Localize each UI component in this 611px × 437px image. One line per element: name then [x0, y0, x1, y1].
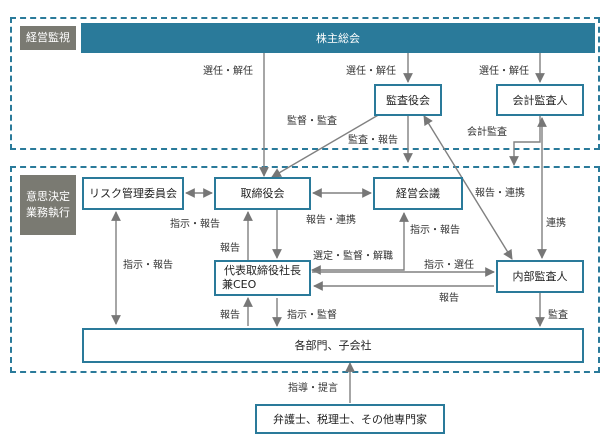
shareholders-label: 株主総会 [316, 31, 360, 45]
arrow-accounting-audit [509, 116, 541, 166]
advisors-label: 弁護士、税理士、その他専門家 [273, 412, 427, 426]
accounting-auditor-box: 会計監査人 [496, 84, 584, 116]
label-select-supervise-dismiss: 選定・監督・解職 [313, 251, 393, 262]
label-report-coord-mgmt: 報告・連携 [306, 215, 356, 226]
shareholders-box: 株主総会 [81, 23, 595, 53]
label-supervise-audit: 監督・監査 [287, 116, 337, 127]
board-box: 取締役会 [214, 177, 311, 210]
management-meeting-label: 経営会議 [396, 187, 440, 200]
risk-committee-label: リスク管理委員会 [89, 187, 177, 200]
oversight-tag: 経営監視 [20, 26, 76, 50]
label-audit-report: 監査・報告 [348, 135, 398, 146]
execution-tag-line2: 業務執行 [26, 206, 70, 219]
departments-box: 各部門、子会社 [82, 328, 584, 363]
execution-zone [10, 166, 600, 373]
ceo-box: 代表取締役社長 兼CEO [214, 260, 311, 296]
label-instruct-select: 指示・選任 [424, 260, 474, 271]
ceo-label-line1: 代表取締役社長 [224, 264, 301, 277]
management-meeting-box: 経営会議 [373, 177, 463, 210]
execution-tag: 意思決定 業務執行 [20, 175, 76, 235]
ceo-label-line2: 兼CEO [222, 278, 257, 291]
audit-board-box: 監査役会 [374, 84, 442, 116]
board-label: 取締役会 [240, 187, 285, 200]
label-coordination: 連携 [546, 218, 566, 229]
label-report-coord-audit: 報告・連携 [475, 188, 525, 199]
risk-committee-box: リスク管理委員会 [82, 177, 184, 210]
execution-tag-line1: 意思決定 [26, 190, 70, 203]
label-audit-dept: 監査 [548, 310, 568, 321]
label-report-internal: 報告 [439, 293, 459, 304]
oversight-tag-text: 経営監視 [26, 31, 70, 44]
arrow-audit-board-to-board [271, 113, 381, 178]
label-instruct-report-risk: 指示・報告 [170, 219, 220, 230]
internal-audit-label: 内部監査人 [512, 270, 568, 283]
oversight-zone [10, 17, 600, 150]
label-accounting-audit: 会計監査 [467, 127, 507, 138]
arrow-audit-board-internal [423, 115, 513, 260]
accounting-auditor-label: 会計監査人 [512, 93, 568, 107]
label-elect-audit: 選任・解任 [346, 66, 396, 77]
label-elect-accounting: 選任・解任 [479, 66, 529, 77]
advisors-box: 弁護士、税理士、その他専門家 [255, 404, 445, 434]
label-elect-board: 選任・解任 [203, 66, 253, 77]
label-report-dept: 報告 [220, 310, 240, 321]
departments-label: 各部門、子会社 [294, 339, 372, 352]
label-guidance: 指導・提言 [288, 383, 338, 394]
arrow-ceo-mgmt [311, 212, 409, 275]
internal-audit-box: 内部監査人 [496, 260, 584, 293]
audit-board-label: 監査役会 [386, 93, 430, 107]
label-report-to-board: 報告 [220, 243, 240, 254]
label-instruct-supervise: 指示・監督 [287, 310, 337, 321]
label-instruct-report-mgmt: 指示・報告 [410, 225, 460, 236]
label-instruct-report-left: 指示・報告 [123, 260, 173, 271]
